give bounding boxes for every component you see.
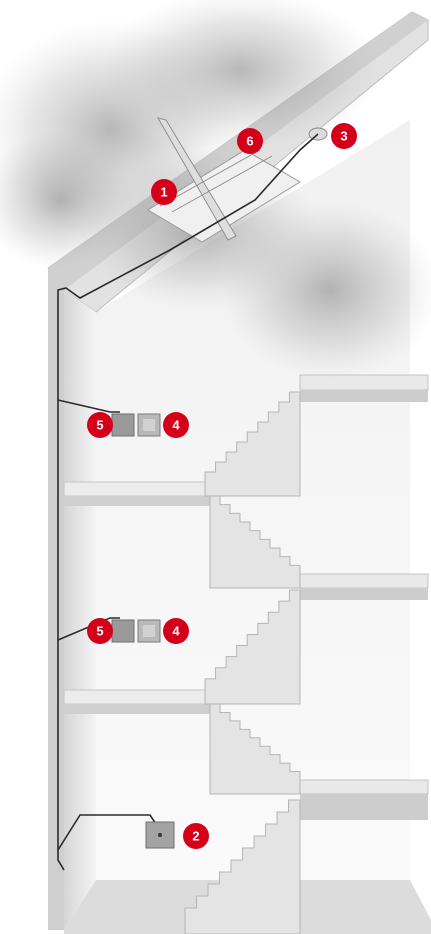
control-panel (146, 822, 174, 848)
landing-mid-right (300, 574, 428, 600)
callout-5-upper: 5 (87, 412, 113, 438)
callout-4-lower: 4 (163, 618, 189, 644)
callout-6-label: 6 (246, 134, 253, 149)
landing-floor-2 (64, 482, 210, 506)
callout-3-label: 3 (340, 129, 347, 144)
left-wall (48, 268, 64, 930)
callout-3: 3 (331, 123, 357, 149)
callout-5-lower-label: 5 (96, 624, 103, 639)
callout-4-lower-label: 4 (172, 624, 180, 639)
callout-4-upper-label: 4 (172, 418, 180, 433)
callout-2-label: 2 (192, 829, 199, 844)
callout-5-lower: 5 (87, 618, 113, 644)
callout-1: 1 (151, 179, 177, 205)
callout-6: 6 (237, 128, 263, 154)
landing-floor-1 (64, 690, 210, 714)
callout-5-upper-label: 5 (96, 418, 103, 433)
callout-4-upper: 4 (163, 412, 189, 438)
callout-1-label: 1 (160, 185, 167, 200)
landing-low-right (300, 780, 428, 820)
callout-2: 2 (183, 823, 209, 849)
